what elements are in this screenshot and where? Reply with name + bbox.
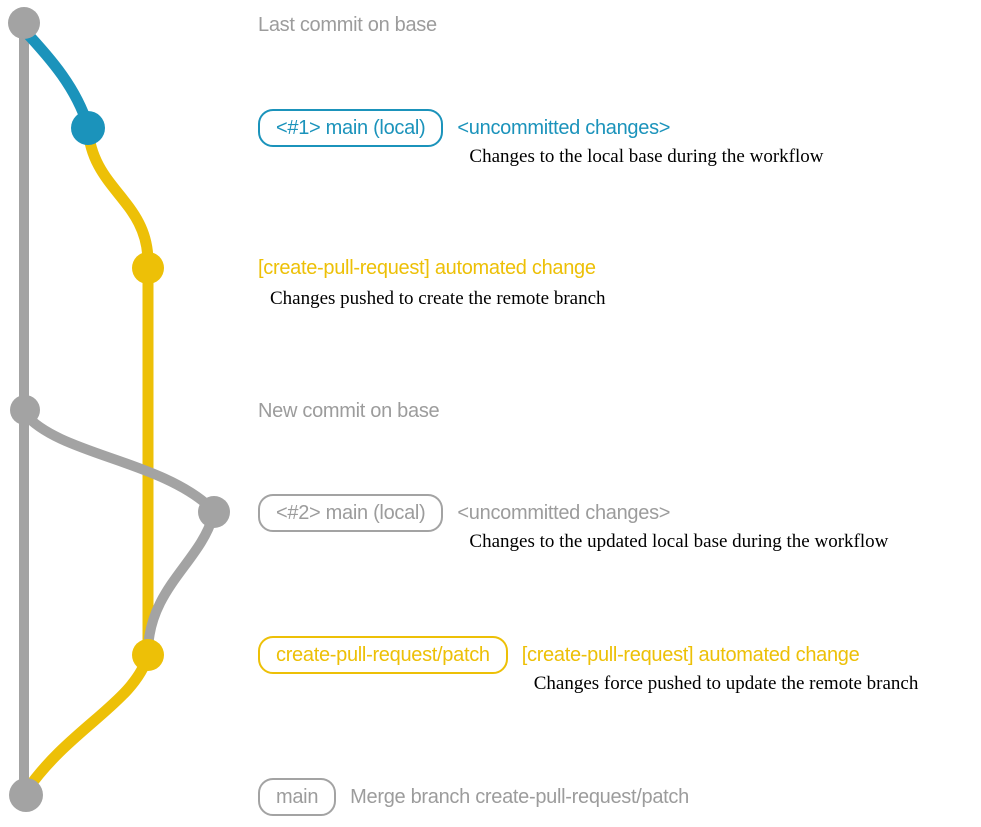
commit-title-uncommitted-1: <uncommitted changes> <box>457 116 671 139</box>
commit-dot-merge <box>9 778 43 812</box>
commit-dot-automated-change-1 <box>132 252 164 284</box>
commit-title-merge: Merge branch create-pull-request/patch <box>350 785 689 808</box>
workflow-step-merge: main Merge branch create-pull-request/pa… <box>258 778 689 816</box>
rebase-branch-line <box>143 511 218 655</box>
commit-desc-automated-change-1: Changes pushed to create the remote bran… <box>270 288 606 309</box>
commit-dot-last-base <box>8 7 40 39</box>
workflow-step-uncommitted-2: <#2> main (local) <uncommitted changes> … <box>258 494 888 554</box>
branch-label-patch: create-pull-request/patch <box>258 636 508 674</box>
branch-label-main: main <box>258 778 337 816</box>
workflow-step-automated-change-2: create-pull-request/patch [create-pull-r… <box>258 636 918 696</box>
commit-desc-uncommitted-2: Changes to the updated local base during… <box>469 531 889 552</box>
annotation-new-commit-on-base: New commit on base <box>258 400 440 422</box>
patch-branch-line <box>82 122 154 661</box>
commit-dot-uncommitted-1 <box>71 111 105 145</box>
commit-dot-automated-change-2 <box>132 639 164 671</box>
workflow-step-automated-change-1: [create-pull-request] automated change C… <box>258 255 606 311</box>
uncommitted-changes-branch-line <box>18 24 94 132</box>
commit-title-automated-change-2: [create-pull-request] automated change <box>521 643 860 666</box>
merge-branch-line <box>21 649 154 796</box>
commit-title-automated-change-1: [create-pull-request] automated change <box>258 256 596 279</box>
branch-label-main-local-2: <#2> main (local) <box>258 494 444 532</box>
commit-desc-automated-change-2: Changes force pushed to update the remot… <box>533 673 919 694</box>
commit-dot-uncommitted-2 <box>198 496 230 528</box>
annotation-last-commit-on-base: Last commit on base <box>258 14 437 36</box>
commit-desc-uncommitted-1: Changes to the local base during the wor… <box>469 146 824 167</box>
base-update-branch-line <box>20 409 216 513</box>
commit-title-uncommitted-2: <uncommitted changes> <box>457 501 671 524</box>
workflow-step-uncommitted-1: <#1> main (local) <uncommitted changes> … <box>258 109 823 169</box>
commit-dot-new-base <box>10 395 40 425</box>
branch-label-main-local-1: <#1> main (local) <box>258 109 444 147</box>
